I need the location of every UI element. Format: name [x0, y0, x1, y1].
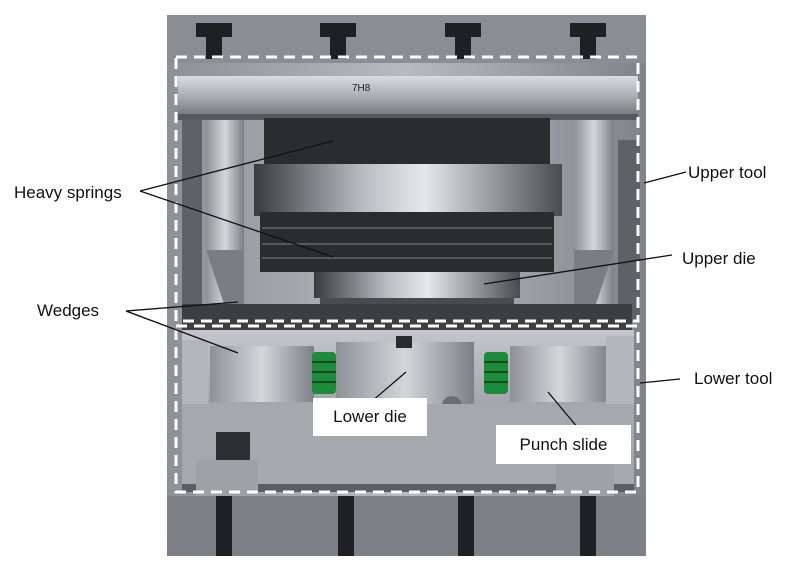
press-table — [167, 496, 646, 556]
label-punch-slide: Punch slide — [496, 425, 631, 464]
label-upper-tool: Upper tool — [688, 163, 767, 182]
wedge-columns — [182, 120, 640, 320]
label-lower-die: Lower die — [313, 398, 427, 436]
upper-die-body — [314, 272, 520, 298]
lower-tool-dashed-box — [174, 324, 640, 494]
upper-tool-dashed-box — [174, 55, 640, 323]
green-coil-springs — [312, 352, 508, 394]
heavy-springs-stack — [254, 118, 562, 272]
back-plate — [167, 15, 646, 63]
plate-mark: 7H8 — [352, 83, 371, 94]
left-punch-slide — [210, 346, 314, 402]
label-upper-die: Upper die — [682, 249, 756, 268]
leader-lines — [125, 140, 687, 429]
right-punch-slide — [510, 346, 610, 402]
upper-plate — [178, 76, 638, 118]
top-tslots — [196, 23, 606, 59]
label-wedges: Wedges — [37, 301, 100, 320]
label-lower-tool: Lower tool — [694, 369, 773, 388]
label-heavy-springs: Heavy springs — [14, 183, 122, 202]
